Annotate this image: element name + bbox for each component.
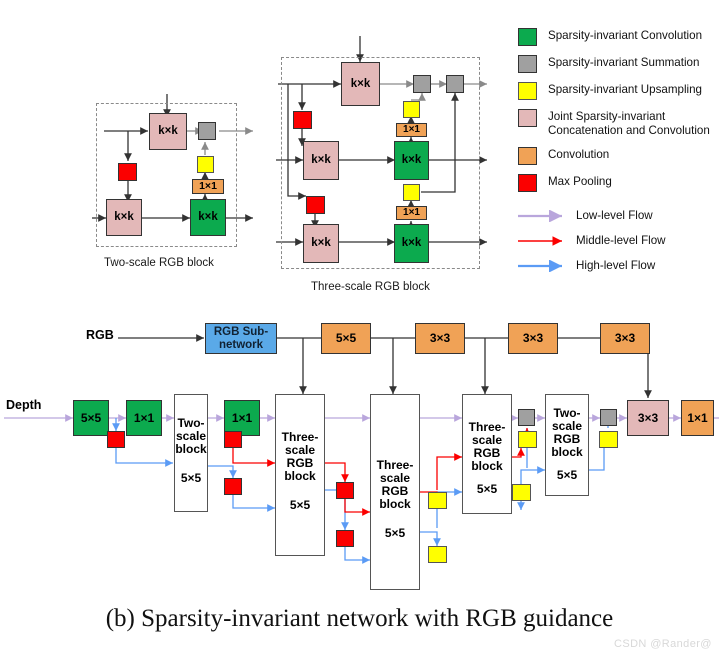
block-label: Three- scale RGB block xyxy=(281,430,319,483)
two-scale-conv-1x1: 1×1 xyxy=(192,179,224,194)
legend-label: Convolution xyxy=(548,147,610,161)
legend-item-max-pooling: Max Pooling xyxy=(518,173,718,192)
two-scale-top-summation xyxy=(198,122,216,140)
legend: Sparsity-invariant Convolution Sparsity-… xyxy=(518,28,718,283)
three-scale-summation-b xyxy=(446,75,464,93)
max-pooling-2 xyxy=(224,431,242,448)
three-scale-top-kxk: k×k xyxy=(341,62,380,106)
two-scale-block-boundary xyxy=(96,103,237,247)
rgb-input-label: RGB xyxy=(86,328,114,342)
figure-caption: (b) Sparsity-invariant network with RGB … xyxy=(105,605,614,632)
legend-label: Low-level Flow xyxy=(576,209,653,223)
legend-label: Joint Sparsity-invariant Concatenation a… xyxy=(548,110,710,137)
rgb-subnetwork-block: RGB Sub- network xyxy=(205,323,277,354)
three-scale-block-boundary xyxy=(281,57,480,269)
depth-conv-1x1-b: 1×1 xyxy=(224,400,260,436)
legend-item-middle-level-flow: Middle-level Flow xyxy=(518,233,718,249)
depth-input-label: Depth xyxy=(6,398,42,412)
two-scale-top-kxk: k×k xyxy=(149,113,187,150)
upsampling-3 xyxy=(518,431,537,448)
block-sublabel: 5×5 xyxy=(289,497,311,512)
two-scale-rgb-block-final: Two- scale RGB block 5×5 xyxy=(545,394,589,496)
three-scale-max-pooling-2 xyxy=(306,196,325,214)
max-pooling-4 xyxy=(336,482,354,499)
legend-item-joint-sparsity-invariant-concat-conv: Joint Sparsity-invariant Concatenation a… xyxy=(518,109,718,138)
three-scale-max-pooling-1 xyxy=(293,111,312,129)
two-scale-upsampling xyxy=(197,156,214,173)
watermark: CSDN @Rander@ xyxy=(614,638,712,650)
legend-label: Sparsity-invariant Convolution xyxy=(548,29,703,42)
rgb-conv-5x5: 5×5 xyxy=(321,323,371,354)
block-label: Two- scale block xyxy=(175,416,207,456)
legend-label: High-level Flow xyxy=(576,259,656,273)
three-scale-mid-conv-1x1: 1×1 xyxy=(396,123,427,137)
legend-label: Middle-level Flow xyxy=(576,234,666,248)
two-scale-bottom-kxk-conv: k×k xyxy=(190,199,226,236)
joint-concat-conv-3x3: 3×3 xyxy=(627,400,669,436)
two-scale-max-pooling xyxy=(118,163,137,181)
low-level-flow-arrow-icon xyxy=(518,209,570,222)
legend-label: Sparsity-invariant Upsampling xyxy=(548,83,703,96)
max-pooling-5 xyxy=(336,530,354,547)
three-scale-rgb-block-3: Three- scale RGB block 5×5 xyxy=(462,394,512,514)
legend-item-sparsity-invariant-summation: Sparsity-invariant Summation xyxy=(518,55,718,73)
block-label: Two- scale RGB block xyxy=(551,406,583,459)
three-scale-mid-kxk-conv: k×k xyxy=(394,141,429,180)
three-scale-summation-a xyxy=(413,75,431,93)
joint-sparsity-invariant-concat-conv-swatch-icon xyxy=(518,109,537,127)
legend-item-sparsity-invariant-upsampling: Sparsity-invariant Upsampling xyxy=(518,82,718,100)
legend-label: Max Pooling xyxy=(548,174,612,188)
block-sublabel: 5×5 xyxy=(476,481,498,496)
max-pooling-swatch-icon xyxy=(518,173,537,192)
legend-label: Sparsity-invariant Summation xyxy=(548,56,700,69)
summation-1 xyxy=(518,409,535,426)
three-scale-mid-upsampling xyxy=(403,101,420,118)
sparsity-invariant-summation-swatch-icon xyxy=(518,55,537,73)
middle-level-flow-arrow-icon xyxy=(518,235,570,247)
rgb-conv-3x3-2: 3×3 xyxy=(508,323,558,354)
block-sublabel: 5×5 xyxy=(556,467,578,482)
legend-item-high-level-flow: High-level Flow xyxy=(518,258,718,274)
block-sublabel: 5×5 xyxy=(384,525,406,540)
three-scale-bot-upsampling xyxy=(403,184,420,201)
upsampling-1 xyxy=(428,492,447,509)
upsampling-2 xyxy=(428,546,447,563)
sparsity-invariant-convolution-swatch-icon xyxy=(518,28,537,46)
three-scale-bot-kxk-joint: k×k xyxy=(303,224,339,263)
three-scale-rgb-block-2: Three- scale RGB block 5×5 xyxy=(370,394,420,590)
legend-item-convolution: Convolution xyxy=(518,146,718,165)
summation-2 xyxy=(600,409,617,426)
block-label: Three- scale RGB block xyxy=(376,458,414,511)
rgb-conv-3x3-1: 3×3 xyxy=(415,323,465,354)
block-sublabel: 5×5 xyxy=(180,470,202,485)
depth-conv-5x5: 5×5 xyxy=(73,400,109,436)
max-pooling-1 xyxy=(107,431,125,448)
upsampling-5 xyxy=(599,431,618,448)
convolution-swatch-icon xyxy=(518,146,537,165)
block-label: Three- scale RGB block xyxy=(468,420,506,473)
three-scale-mid-kxk-joint: k×k xyxy=(303,141,339,180)
two-scale-block-title: Two-scale RGB block xyxy=(104,257,214,269)
upsampling-4 xyxy=(512,484,531,501)
output-conv-1x1: 1×1 xyxy=(681,400,714,436)
legend-item-sparsity-invariant-convolution: Sparsity-invariant Convolution xyxy=(518,28,718,46)
high-level-flow-arrow-icon xyxy=(518,259,570,272)
sparsity-invariant-upsampling-swatch-icon xyxy=(518,82,537,100)
rgb-conv-3x3-3: 3×3 xyxy=(600,323,650,354)
two-scale-bottom-kxk-joint: k×k xyxy=(106,199,142,236)
three-scale-bot-kxk-conv: k×k xyxy=(394,224,429,263)
two-scale-block-1: Two- scale block 5×5 xyxy=(174,394,208,512)
max-pooling-3 xyxy=(224,478,242,495)
legend-item-low-level-flow: Low-level Flow xyxy=(518,208,718,224)
three-scale-block-title: Three-scale RGB block xyxy=(311,281,430,293)
depth-conv-1x1-a: 1×1 xyxy=(126,400,162,436)
three-scale-bot-conv-1x1: 1×1 xyxy=(396,206,427,220)
three-scale-rgb-block-1: Three- scale RGB block 5×5 xyxy=(275,394,325,556)
